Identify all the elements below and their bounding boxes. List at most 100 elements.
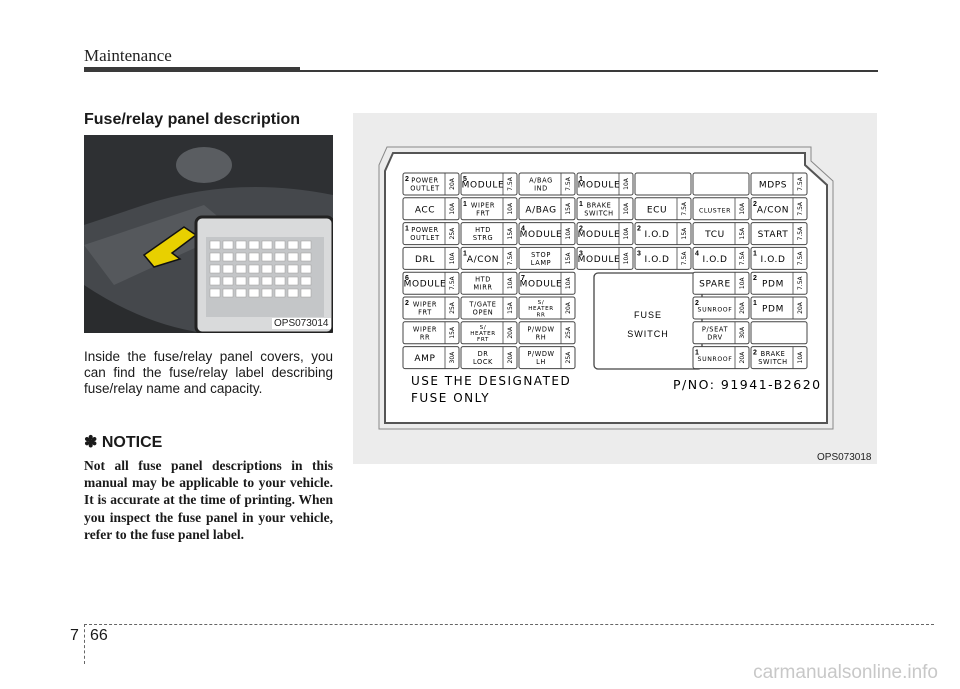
fuse-name: RR xyxy=(420,333,430,341)
fuse-name: MODULE xyxy=(520,230,563,240)
fuse-name: SPARE xyxy=(699,280,731,290)
fuse-name: MODULE xyxy=(404,280,447,290)
dashboard-photo-illustration xyxy=(84,135,333,333)
fuse-name: SWITCH xyxy=(758,358,787,366)
fuse-name: A/CON xyxy=(467,255,499,265)
fuse-amperage: 10A xyxy=(739,276,746,289)
diagram-caption: OPS073018 xyxy=(817,452,872,463)
fuse-amperage: 20A xyxy=(507,351,514,364)
footer-page-number: 66 xyxy=(90,627,108,644)
fuse-amperage: 7.5A xyxy=(797,201,804,216)
fuse-name: MIRR xyxy=(473,284,492,292)
fuse-name: MODULE xyxy=(520,280,563,290)
notice-paragraph: Not all fuse panel descriptions in this … xyxy=(84,458,333,542)
fuse-name: SUNROOF xyxy=(698,356,733,363)
fuse-name: BRAKE xyxy=(761,350,786,358)
fuse-name: TCU xyxy=(704,230,725,240)
section-title: Fuse/relay panel description xyxy=(84,111,301,128)
fuse-amperage: 7.5A xyxy=(449,275,456,290)
fuse-name: FRT xyxy=(476,209,490,217)
fuse-name: STOP xyxy=(531,251,551,259)
fuse-amperage: 7.5A xyxy=(681,201,688,216)
fuse-name: P/SEAT xyxy=(702,325,729,333)
fuse-name: OUTLET xyxy=(410,234,440,242)
fuse-name: LAMP xyxy=(531,259,551,267)
fuse-index: 2 xyxy=(405,176,409,183)
fuse-amperage: 20A xyxy=(449,177,456,190)
fuse-amperage: 10A xyxy=(623,177,630,190)
footer-vertical-rule xyxy=(84,624,85,664)
fuse-name: MODULE xyxy=(578,255,621,265)
fuse-index: 4 xyxy=(521,226,525,233)
fuse-amperage: 7.5A xyxy=(797,226,804,241)
fuse-index: 1 xyxy=(579,176,583,183)
fuse-index: 1 xyxy=(753,300,757,307)
fuse-amperage: 15A xyxy=(507,301,514,314)
fuse-name: DR xyxy=(478,350,489,358)
fuse-name: A/BAG xyxy=(529,177,553,185)
fuse-index: 1 xyxy=(579,201,583,208)
fuse-name: WIPER xyxy=(413,325,437,333)
fuse-amperage: 20A xyxy=(507,326,514,339)
fuse-name: WIPER xyxy=(413,301,437,309)
fuse-amperage: 7.5A xyxy=(565,176,572,191)
fuse-amperage: 15A xyxy=(449,326,456,339)
fuse-amperage: 10A xyxy=(623,202,630,215)
fuse-name: S/ xyxy=(538,300,545,306)
fuse-name: P/WDW xyxy=(527,325,554,333)
fuse-name: FRT xyxy=(477,337,489,343)
fuse-name: HEATER xyxy=(470,331,496,337)
fuse-index: 1 xyxy=(463,201,467,208)
fuse-amperage: 7.5A xyxy=(681,251,688,266)
fuse-slot-empty xyxy=(750,321,808,345)
fuse-amperage: 20A xyxy=(565,301,572,314)
fuse-amperage: 25A xyxy=(449,227,456,240)
footer-rule xyxy=(84,624,934,625)
fuse-name: OUTLET xyxy=(410,185,440,193)
fuse-amperage: 10A xyxy=(797,351,804,364)
fuse-name: I.O.D xyxy=(760,255,785,265)
fuse-name: SWITCH xyxy=(584,209,613,217)
fuse-name: I.O.D xyxy=(644,230,669,240)
description-paragraph: Inside the fuse/relay panel covers, you … xyxy=(84,349,333,396)
fuse-amperage: 10A xyxy=(507,202,514,215)
fuse-name: ACC xyxy=(415,205,435,215)
fuse-amperage: 25A xyxy=(565,326,572,339)
fuse-amperage: 10A xyxy=(449,252,456,265)
fuse-amperage: 7.5A xyxy=(507,176,514,191)
fuse-amperage: 15A xyxy=(565,252,572,265)
fuse-index: 6 xyxy=(405,275,409,282)
fuse-amperage: 20A xyxy=(739,301,746,314)
fuse-name: HTD xyxy=(475,226,491,234)
fuse-amperage: 10A xyxy=(739,202,746,215)
fuse-name: OPEN xyxy=(473,309,494,317)
fuse-name: STRG xyxy=(473,234,493,242)
photo-caption: OPS073014 xyxy=(272,318,331,329)
fuse-name: RR xyxy=(537,312,546,318)
fuse-index: 4 xyxy=(695,250,699,257)
